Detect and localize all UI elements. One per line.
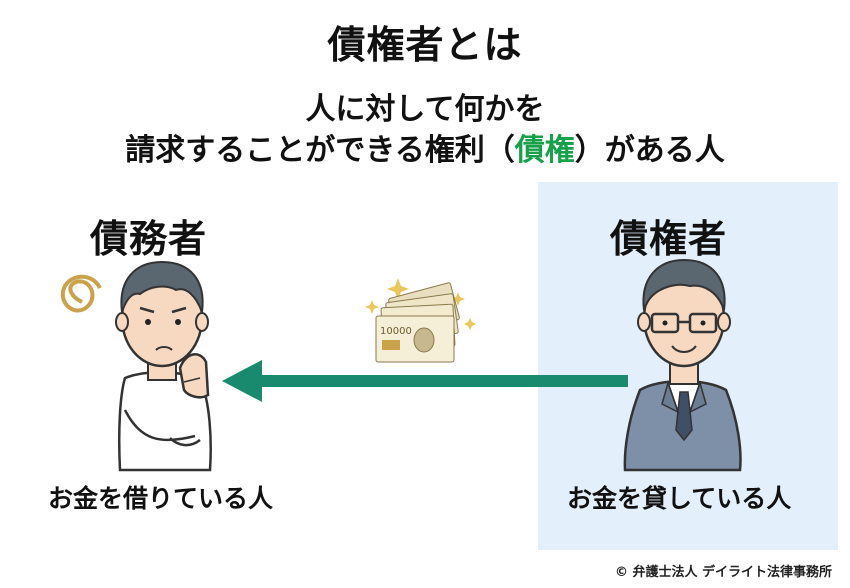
subtitle-line-2-before: 請求することができる権利（	[125, 133, 515, 168]
creditor-description: お金を貸している人	[567, 484, 792, 513]
subtitle-highlight-saiken: 債権	[514, 133, 575, 168]
banknote-value: 10000	[380, 326, 412, 337]
debtor-description: お金を借りている人	[48, 484, 274, 513]
arrow-left-icon	[222, 360, 262, 402]
glasses-icon	[650, 312, 718, 334]
page-title: 債権者とは	[327, 23, 523, 67]
copyright-credit: © 弁護士法人 デイライト法律事務所	[614, 565, 832, 580]
sparkle-icons	[365, 278, 476, 330]
debtor-title: 債務者	[90, 217, 208, 261]
subtitle-line-2: 請求することができる権利（債権）がある人	[0, 125, 850, 169]
subtitle-line-1: 人に対して何かを	[305, 92, 545, 127]
creditor-title: 債権者	[610, 217, 728, 261]
subtitle-line-2-after: ）がある人	[574, 133, 725, 168]
confusion-swirl-icon	[60, 274, 102, 313]
